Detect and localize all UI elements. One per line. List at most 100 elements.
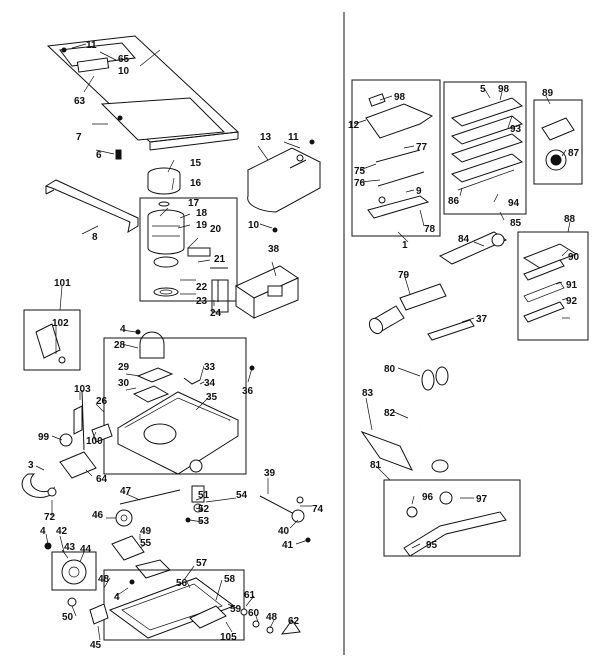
callout-1: 1 [402, 240, 408, 251]
callout-39: 39 [264, 468, 276, 479]
callout-75: 75 [354, 166, 366, 177]
hose-assembly [360, 357, 572, 473]
bottom-plate-assembly [67, 569, 301, 641]
callout-59: 59 [230, 604, 242, 615]
callout-58: 58 [224, 574, 236, 585]
side-parts [21, 389, 113, 498]
callout-61: 61 [244, 590, 256, 601]
callout-8: 8 [92, 232, 98, 243]
callout-53: 53 [198, 516, 210, 527]
handle-part [44, 179, 139, 234]
callout-41: 41 [282, 540, 294, 551]
callout-103: 103 [74, 384, 91, 395]
callout-49: 49 [140, 526, 152, 537]
callout-56: 56 [176, 578, 188, 589]
leader-lines [35, 43, 571, 641]
callout-33: 33 [204, 362, 216, 373]
base-housing-assembly [103, 329, 255, 523]
wand-tubes-part [368, 283, 475, 341]
callout-50: 50 [62, 612, 74, 623]
callout-52: 52 [198, 504, 210, 515]
callout-38: 38 [268, 244, 280, 255]
panel-101 [23, 309, 81, 371]
callout-57: 57 [196, 558, 208, 569]
callout-13: 13 [260, 132, 272, 143]
callout-74: 74 [312, 504, 324, 515]
callout-64: 64 [96, 474, 108, 485]
callout-12: 12 [348, 120, 360, 131]
callout-96: 96 [422, 492, 434, 503]
callout-93: 93 [510, 124, 522, 135]
callout-91: 91 [566, 280, 578, 291]
callout-54: 54 [236, 490, 248, 501]
callout-35: 35 [206, 392, 218, 403]
callout-30: 30 [118, 378, 130, 389]
callout-18: 18 [196, 208, 208, 219]
callout-84: 84 [458, 234, 470, 245]
callout-28: 28 [114, 340, 126, 351]
callout-9: 9 [416, 186, 422, 197]
callout-78: 78 [424, 224, 436, 235]
callout-101: 101 [54, 278, 71, 289]
callout-60: 60 [248, 608, 260, 619]
callout-47: 47 [120, 486, 132, 497]
callout-7: 7 [76, 132, 82, 143]
callout-11-b: 11 [288, 132, 299, 143]
callout-23: 23 [196, 296, 208, 307]
callout-11: 11 [86, 40, 97, 51]
callout-29: 29 [118, 362, 130, 373]
dust-brush-part [533, 99, 583, 185]
callout-51: 51 [198, 490, 210, 501]
callout-48: 48 [98, 574, 110, 585]
callout-20: 20 [210, 224, 222, 235]
callout-16: 16 [190, 178, 202, 189]
callout-36: 36 [242, 386, 254, 397]
callout-22: 22 [196, 282, 208, 293]
callout-15: 15 [190, 158, 202, 169]
callout-5: 5 [480, 84, 486, 95]
callout-4-c: 4 [114, 592, 120, 603]
callout-105: 105 [220, 632, 237, 643]
callout-37: 37 [476, 314, 488, 325]
lower-parts [115, 489, 311, 543]
callout-43: 43 [64, 542, 76, 553]
callout-98-b: 98 [498, 84, 510, 95]
callout-40: 40 [278, 526, 290, 537]
callout-55: 55 [140, 538, 152, 549]
callout-46: 46 [92, 510, 104, 521]
callout-95: 95 [426, 540, 438, 551]
callout-6: 6 [96, 150, 102, 161]
upholstery-tool-box [517, 231, 589, 341]
callout-85: 85 [510, 218, 522, 229]
callout-21: 21 [214, 254, 226, 265]
callout-10: 10 [118, 66, 130, 77]
callout-48-b: 48 [266, 612, 278, 623]
callout-44: 44 [80, 544, 92, 555]
callout-labels: 11 65 10 63 7 6 13 11 15 16 17 18 19 20 … [28, 40, 580, 651]
callout-63: 63 [74, 96, 86, 107]
callout-82: 82 [384, 408, 396, 419]
callout-4-b: 4 [40, 526, 46, 537]
callout-102: 102 [52, 318, 69, 329]
callout-88: 88 [564, 214, 576, 225]
callout-98: 98 [394, 92, 406, 103]
callout-94: 94 [508, 198, 520, 209]
callout-10-b: 10 [248, 220, 260, 231]
callout-83: 83 [362, 388, 374, 399]
callout-80: 80 [384, 364, 396, 375]
motor-cover-part [246, 139, 322, 213]
callout-76: 76 [354, 178, 366, 189]
callout-87: 87 [568, 148, 580, 159]
callout-65: 65 [118, 54, 130, 65]
motor-assembly [139, 167, 238, 313]
callout-90: 90 [568, 252, 580, 263]
callout-97: 97 [476, 494, 488, 505]
callout-81: 81 [370, 460, 382, 471]
callout-26: 26 [96, 396, 108, 407]
callout-62: 62 [288, 616, 300, 627]
callout-77: 77 [416, 142, 428, 153]
wand-adapter-box [383, 479, 521, 557]
filter-bag-part [234, 227, 300, 319]
